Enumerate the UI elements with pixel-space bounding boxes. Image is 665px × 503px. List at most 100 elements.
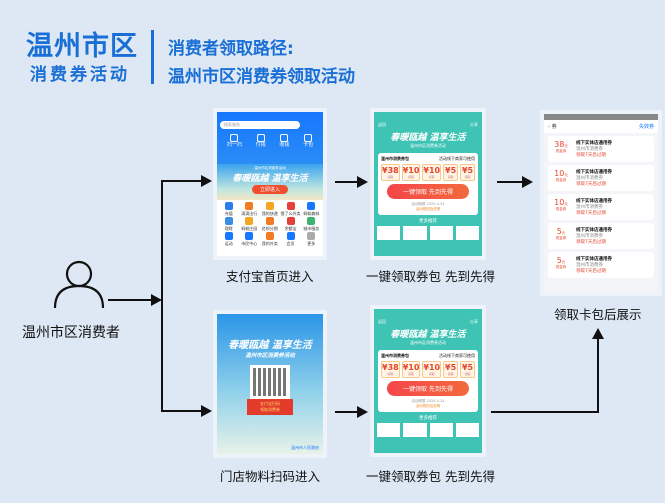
coupon-card[interactable]: 5元现金券线下实体店通用券温州市消费券领取7天后过期 [548, 252, 654, 278]
expired-link[interactable]: 失效券 [638, 124, 654, 130]
connector [161, 180, 163, 412]
coupon-card[interactable]: 38元现金券线下实体店通用券温州市消费券领取7天后过期 [548, 136, 654, 162]
connector [161, 180, 203, 182]
banner-sub: 温州市区消费券活动 [410, 143, 446, 148]
search-input[interactable]: 搜索服务 [220, 121, 300, 129]
connector [597, 338, 599, 413]
app-item[interactable]: 蚂蚁庄园 [240, 217, 260, 231]
arrow-head [592, 328, 604, 339]
arrow-head [522, 176, 533, 188]
promo-banner: 春暖瓯越 温享生活 [390, 133, 466, 143]
title-sub: 消费券活动 [30, 65, 130, 85]
share-button[interactable]: 分享 [470, 319, 478, 324]
step-label-alipay: 支付宝首页进入 [226, 269, 314, 284]
app-item[interactable]: 城市服务 [302, 217, 322, 231]
back-icon[interactable]: ‹ 券 [548, 124, 557, 130]
app-item[interactable]: 余额宝 [281, 217, 301, 231]
connector [491, 411, 599, 413]
rules-link[interactable]: 活动规则及说明 [415, 207, 441, 211]
enter-button[interactable]: 立即进入 [251, 185, 288, 194]
poster-sub: 温州市区消费券活动 [245, 353, 295, 359]
app-grid: 充值 滴滴出行 我的快递 饿了么外卖 蚂蚁森林 理财 蚂蚁庄园 花呗分期 余额宝… [217, 200, 323, 248]
banner-top: 温州市区消费券活动 [254, 166, 286, 170]
connector [335, 411, 359, 413]
app-item[interactable]: 蚂蚁森林 [302, 202, 322, 216]
more-heading: 更多推荐 [419, 416, 437, 421]
date-text: 活动期限 2020-4-24 [411, 399, 445, 403]
app-item[interactable]: 我的快递 [260, 202, 280, 216]
poster-footer: 温州市人民政府 [291, 445, 319, 450]
pack-title: 温州市消费券包 [381, 156, 409, 161]
coupon-card[interactable]: 10元现金券线下实体店通用券温州市消费券领取7天后过期 [548, 194, 654, 220]
step-label-claim: 一键领取券包 先到先得 [366, 269, 495, 284]
date-text: 活动期限 2020-4-24 [411, 202, 445, 206]
claim-all-button[interactable]: 一键领取 先到先得 [387, 381, 469, 396]
back-button[interactable]: 返回 [378, 319, 386, 324]
store-poster-screenshot: 春暖瓯越 温享生活 温州市区消费券活动 支付宝扫码领取消费券 温州市人民政府 [213, 310, 327, 458]
poster-banner: 春暖瓯越 温享生活 [228, 340, 312, 351]
coupon-card[interactable]: 10元现金券线下实体店通用券温州市消费券领取7天后过期 [548, 165, 654, 191]
promo-banner: 春暖瓯越 温享生活 [232, 174, 308, 184]
back-button[interactable]: 返回 [378, 122, 386, 127]
claim-page-screenshot: 返回 分享 春暖瓯越 温享生活 温州市区消费券活动 温州市消费券包 活动线下商家… [370, 108, 486, 260]
step-label-wallet: 领取卡包后展示 [554, 307, 642, 322]
pack-note: 活动线下商家可使用 [439, 353, 475, 358]
action-cards[interactable]: 卡包 [303, 134, 313, 148]
step-label-store: 门店物料扫码进入 [220, 469, 321, 484]
claim-all-button[interactable]: 一键领取 先到先得 [387, 184, 469, 199]
person-icon [53, 260, 105, 309]
arrow-head [201, 405, 212, 417]
connector [108, 299, 153, 301]
pack-title: 温州市消费券包 [381, 353, 409, 358]
app-item[interactable]: 花呗分期 [260, 217, 280, 231]
coupon-card[interactable]: 5元现金券线下实体店通用券温州市消费券领取7天后过期 [548, 223, 654, 249]
card-wallet-screenshot: ‹ 券 失效券 38元现金券线下实体店通用券温州市消费券领取7天后过期 10元现… [540, 110, 662, 296]
alipay-home-screenshot: 搜索服务 扫一扫 付钱 收钱 卡包 温州市区消费券活动 春暖瓯越 温享生活 立即… [213, 108, 327, 260]
connector [161, 410, 203, 412]
app-item[interactable]: 充值 [219, 202, 239, 216]
red-packet: 支付宝扫码领取消费券 [247, 399, 293, 415]
coupon-list: 38元现金券线下实体店通用券温州市消费券领取7天后过期 10元现金券线下实体店通… [544, 136, 658, 278]
app-item[interactable]: 会员 [281, 232, 301, 246]
arrow-head [151, 294, 162, 306]
share-button[interactable]: 分享 [470, 122, 478, 127]
arrow-head [357, 176, 368, 188]
app-item[interactable]: 运动 [219, 232, 239, 246]
arrow-head [201, 175, 212, 187]
app-item[interactable]: 理财 [219, 217, 239, 231]
app-item[interactable]: 更多 [302, 232, 322, 246]
more-heading: 更多推荐 [419, 219, 437, 224]
connector [497, 181, 524, 183]
action-collect[interactable]: 收钱 [279, 134, 289, 148]
app-item[interactable]: 饿了么外卖 [281, 202, 301, 216]
qr-code[interactable] [250, 365, 290, 399]
consumer-label: 温州市区消费者 [22, 325, 120, 341]
connector [335, 181, 359, 183]
path-heading: 消费者领取路径: [168, 39, 294, 59]
app-item[interactable]: 滴滴出行 [240, 202, 260, 216]
pack-note: 活动线下商家可使用 [439, 156, 475, 161]
app-item[interactable]: 我的外卖 [260, 232, 280, 246]
app-item[interactable]: 市民中心 [240, 232, 260, 246]
title-divider [151, 30, 154, 84]
nav-title: 券 [551, 124, 557, 130]
claim-page-screenshot-2: 返回 分享 春暖瓯越 温享生活 温州市区消费券活动 温州市消费券包 活动线下商家… [370, 305, 486, 457]
action-pay[interactable]: 付钱 [256, 134, 266, 148]
action-scan[interactable]: 扫一扫 [227, 134, 242, 148]
rules-link[interactable]: 活动规则及说明 [415, 404, 441, 408]
path-activity: 温州市区消费券领取活动 [168, 67, 355, 87]
promo-banner: 春暖瓯越 温享生活 [390, 330, 466, 340]
title-main: 温州市区 [26, 31, 138, 62]
step-label-claim-2: 一键领取券包 先到先得 [366, 469, 495, 484]
banner-sub: 温州市区消费券活动 [410, 340, 446, 345]
